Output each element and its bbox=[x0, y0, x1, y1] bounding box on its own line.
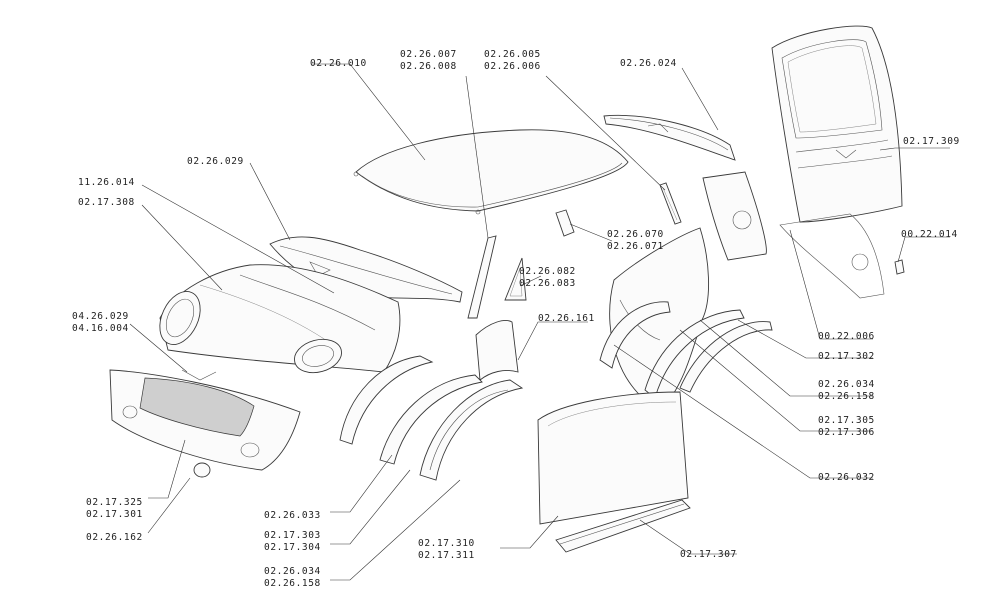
small-bracket bbox=[555, 209, 575, 237]
label-rear-panel: 02.17.302 bbox=[818, 351, 875, 362]
label-door-2: 02.17.311 bbox=[418, 550, 475, 561]
front-bumper bbox=[109, 369, 301, 471]
label-hood: 02.17.308 bbox=[78, 197, 135, 208]
hood bbox=[159, 264, 401, 373]
label-a-pillar-2: 02.26.008 bbox=[400, 61, 457, 72]
label-front-fender-2: 02.17.304 bbox=[264, 542, 321, 553]
label-bracket-1: 02.26.070 bbox=[607, 229, 664, 240]
rear-fender-extension bbox=[644, 309, 773, 399]
label-front-fender-1: 02.17.303 bbox=[264, 530, 321, 541]
label-hood-hinge: 11.26.014 bbox=[78, 177, 135, 188]
side-sill bbox=[555, 499, 691, 553]
label-roof: 02.26.010 bbox=[310, 58, 367, 69]
label-quarter-trim-2: 02.26.083 bbox=[519, 278, 576, 289]
label-b-pillar-1: 02.26.005 bbox=[484, 49, 541, 60]
label-bracket-2: 02.26.071 bbox=[607, 241, 664, 252]
label-c-pillar-trim: 02.26.161 bbox=[538, 313, 595, 324]
label-rear-arch-1: 02.26.034 bbox=[818, 379, 875, 390]
a-pillar-trim bbox=[467, 235, 497, 319]
rear-inner-panel bbox=[702, 171, 885, 299]
label-logo-1: 04.26.029 bbox=[72, 311, 129, 322]
label-logo-2: 04.16.004 bbox=[72, 323, 129, 334]
roof-panel bbox=[353, 129, 629, 215]
label-door-1: 02.17.310 bbox=[418, 538, 475, 549]
side-door bbox=[537, 391, 689, 525]
fog-cap bbox=[193, 462, 211, 478]
label-bumper-1: 02.17.325 bbox=[86, 497, 143, 508]
rear-arch-trim bbox=[599, 301, 671, 369]
label-sill: 02.17.307 bbox=[680, 549, 737, 560]
quarter-window-trim bbox=[504, 257, 527, 301]
front-arch-extension bbox=[419, 379, 524, 481]
leader-lines bbox=[129, 63, 950, 581]
label-rear-fender-1: 02.17.305 bbox=[818, 415, 875, 426]
rear-spoiler bbox=[603, 114, 736, 161]
label-front-arch-ext-2: 02.26.158 bbox=[264, 578, 321, 589]
front-wheel-arch bbox=[339, 355, 434, 445]
label-rear-fender-2: 02.17.306 bbox=[818, 427, 875, 438]
label-rear-bracket: 00.22.006 bbox=[818, 331, 875, 342]
label-quarter-trim-1: 02.26.082 bbox=[519, 266, 576, 277]
label-b-pillar-2: 02.26.006 bbox=[484, 61, 541, 72]
label-cowl: 02.26.029 bbox=[187, 156, 244, 167]
label-bumper-2: 02.17.301 bbox=[86, 509, 143, 520]
tail-bracket bbox=[894, 259, 905, 275]
label-spoiler: 02.26.024 bbox=[620, 58, 677, 69]
b-pillar-strip bbox=[659, 182, 682, 225]
label-front-arch-ext-1: 02.26.034 bbox=[264, 566, 321, 577]
label-tailgate: 02.17.309 bbox=[903, 136, 960, 147]
label-tail-bracket: 00.22.014 bbox=[901, 229, 958, 240]
tailgate bbox=[771, 25, 903, 223]
label-rear-arch-trim: 02.26.032 bbox=[818, 472, 875, 483]
label-rear-arch-2: 02.26.158 bbox=[818, 391, 875, 402]
label-a-pillar-1: 02.26.007 bbox=[400, 49, 457, 60]
front-fender bbox=[379, 374, 483, 465]
label-front-arch: 02.26.033 bbox=[264, 510, 321, 521]
inner-pillar-panel bbox=[475, 320, 519, 381]
label-fog-cap: 02.26.162 bbox=[86, 532, 143, 543]
